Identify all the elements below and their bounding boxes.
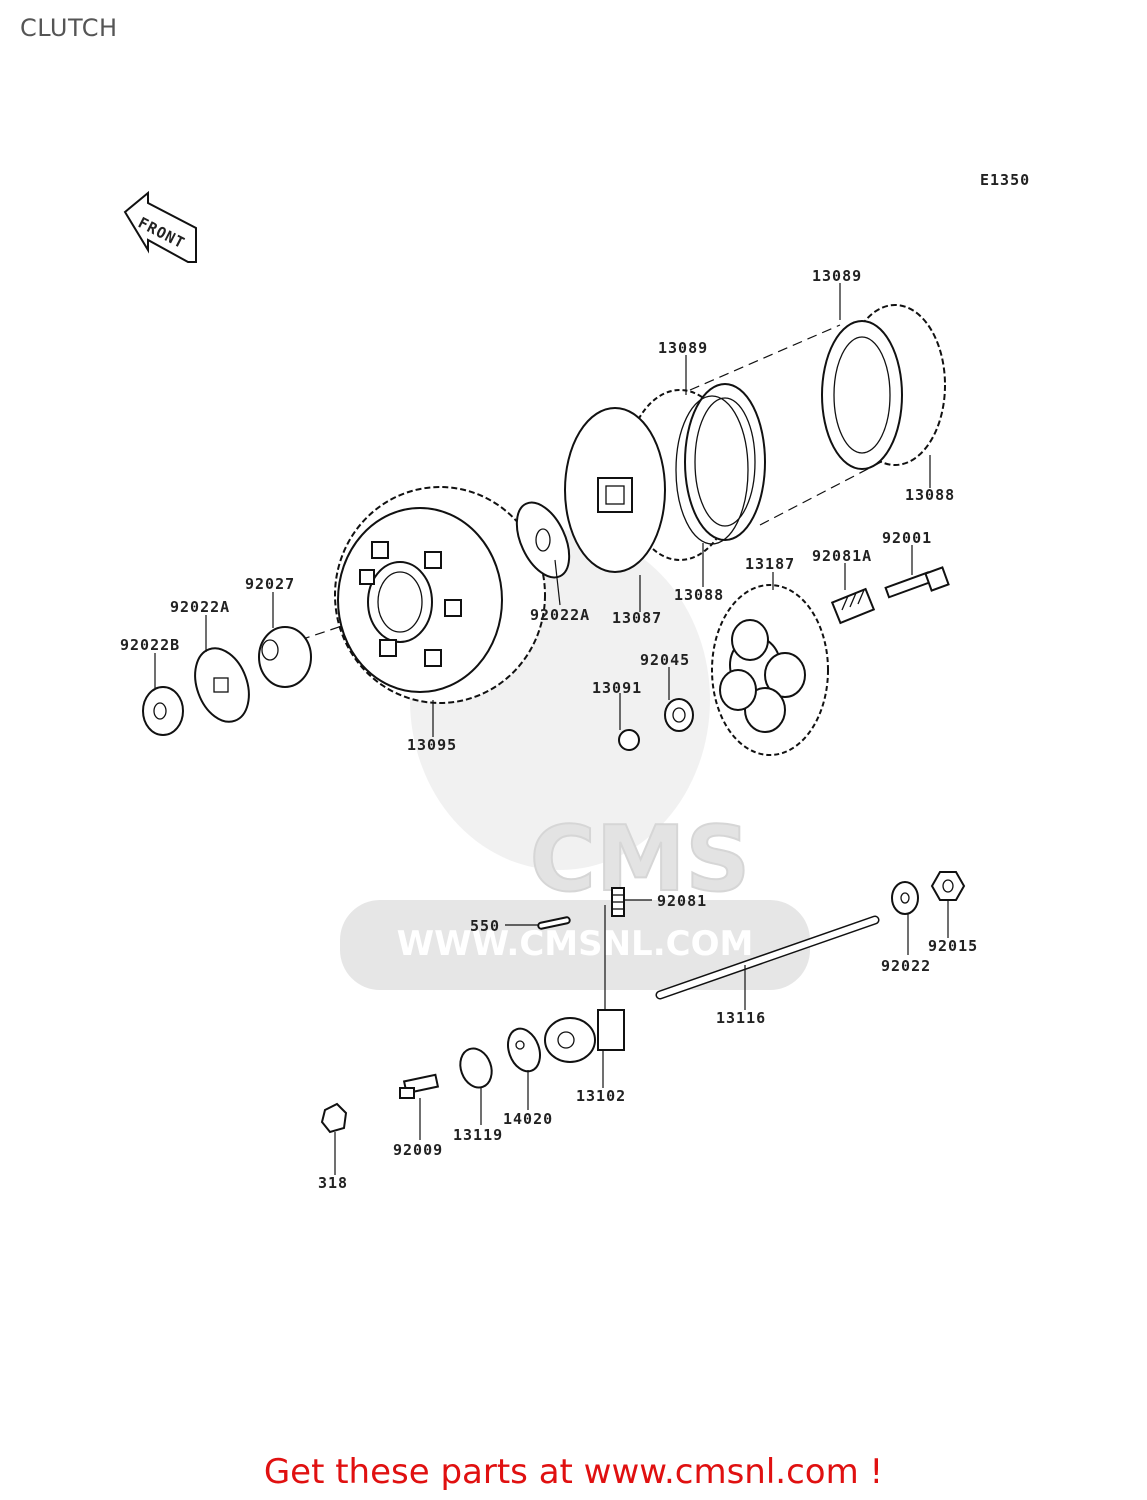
label-92022a-top: 92022A [530, 606, 590, 624]
label-13088-right: 13088 [905, 486, 955, 504]
label-92022b: 92022B [120, 636, 180, 654]
label-92022: 92022 [881, 957, 931, 975]
watermark-brand: CMS [530, 807, 750, 912]
label-13119: 13119 [453, 1126, 503, 1144]
friction-plates [821, 304, 946, 470]
label-92009: 92009 [393, 1141, 443, 1159]
front-arrow-icon: FRONT [123, 190, 197, 263]
label-13095: 13095 [407, 736, 457, 754]
label-92045: 92045 [640, 651, 690, 669]
label-92001: 92001 [882, 529, 932, 547]
nut-92015 [930, 871, 966, 901]
label-92081a: 92081A [812, 547, 872, 565]
release-lever-13102 [544, 905, 625, 1063]
bolt-92001 [884, 566, 950, 599]
watermark-url: WWW.CMSNL.COM [397, 924, 754, 964]
label-14020: 14020 [503, 1110, 553, 1128]
label-92015: 92015 [928, 937, 978, 955]
label-550: 550 [470, 917, 500, 935]
washer-92022b [142, 686, 184, 736]
spring-92081 [611, 887, 625, 917]
label-13088-middle: 13088 [674, 586, 724, 604]
label-92081: 92081 [657, 892, 707, 910]
cms-watermark: WWW.CMSNL.COM CMS [340, 530, 810, 990]
thrust-washer-92022a-top [515, 501, 571, 579]
nut-318 [320, 1102, 348, 1134]
screw-92009 [399, 1073, 440, 1099]
pushrod-13091 [618, 729, 640, 751]
label-13087: 13087 [612, 609, 662, 627]
plate-13119 [459, 1047, 493, 1089]
release-rod-13116 [655, 915, 880, 1000]
diagram-code: E1350 [980, 171, 1030, 189]
collar-92027 [258, 626, 312, 688]
washer-92022a [194, 647, 250, 723]
label-318: 318 [318, 1174, 348, 1192]
plate-14020 [507, 1027, 541, 1073]
label-13116: 13116 [716, 1009, 766, 1027]
page-title: CLUTCH [20, 14, 118, 42]
label-13089-middle: 13089 [658, 339, 708, 357]
bearing-92045 [664, 698, 694, 732]
washer-92022 [891, 881, 919, 915]
cotter-pin-550 [537, 916, 571, 930]
label-13089-right: 13089 [812, 267, 862, 285]
label-92027: 92027 [245, 575, 295, 593]
footer-link-text[interactable]: Get these parts at www.cmsnl.com ! [263, 1452, 884, 1492]
pressure-plate [711, 584, 829, 756]
label-13091: 13091 [592, 679, 642, 697]
label-92022a-left: 92022A [170, 598, 230, 616]
clutch-plates-stack [675, 383, 766, 545]
clutch-spring-92081a [830, 587, 876, 625]
label-13187: 13187 [745, 555, 795, 573]
clutch-housing-gear [334, 486, 546, 704]
label-13102: 13102 [576, 1087, 626, 1105]
